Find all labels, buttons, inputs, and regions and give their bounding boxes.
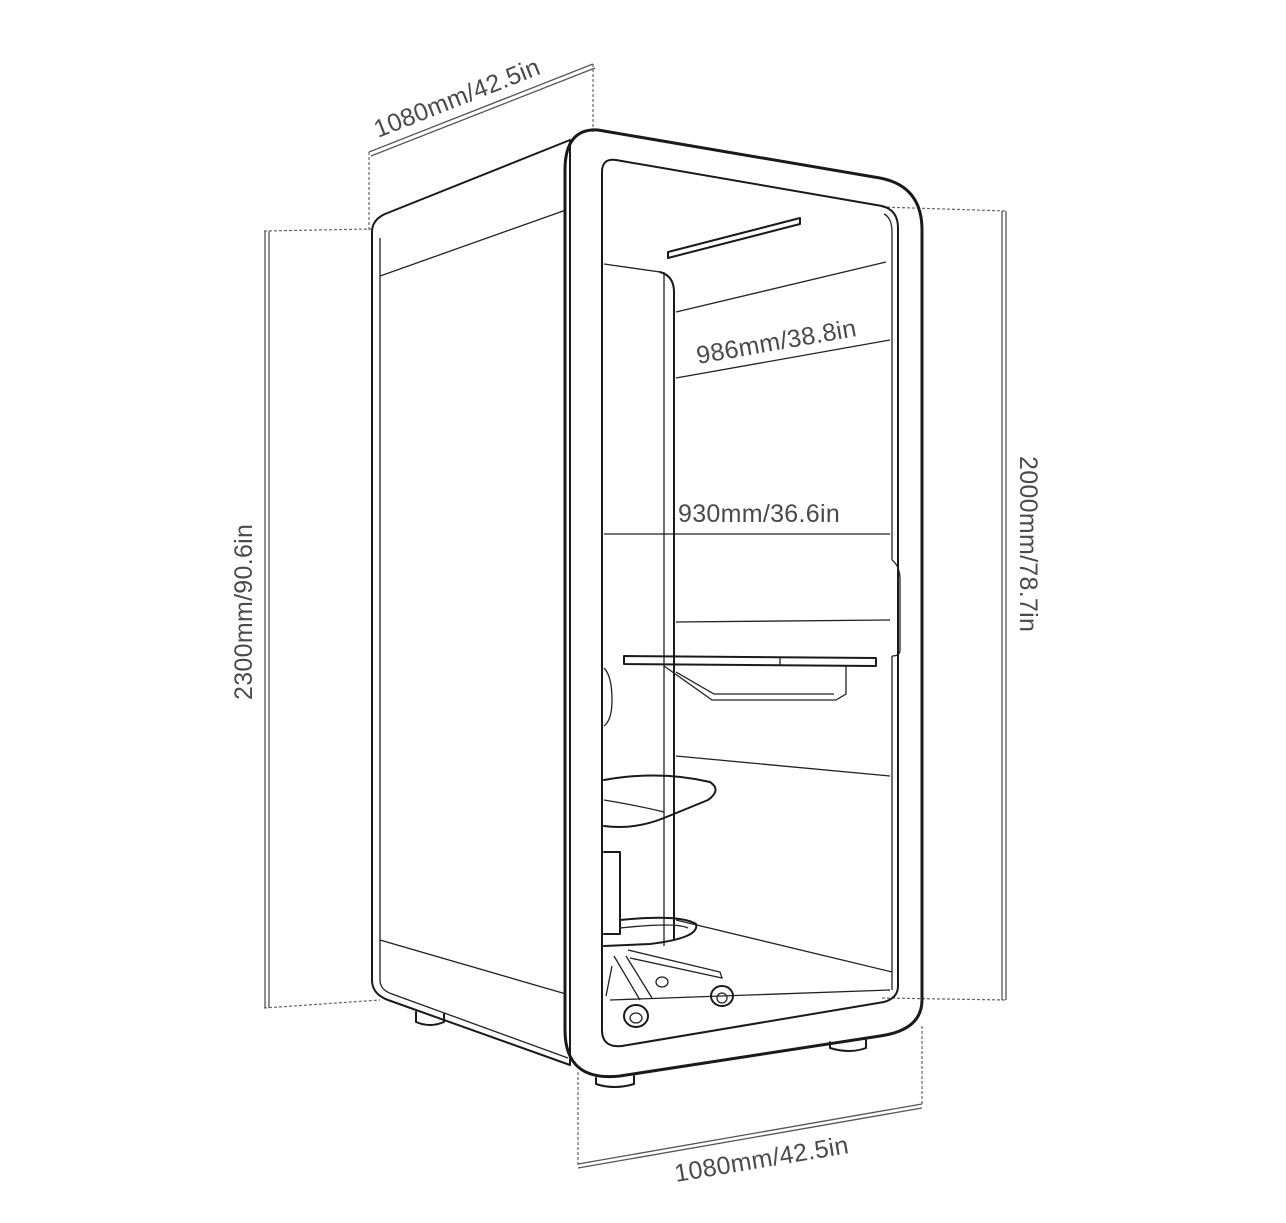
dimension-lines bbox=[263, 63, 1007, 1169]
inner-depth-label: 986mm/38.8in bbox=[694, 314, 858, 370]
total-height-label: 2300mm/90.6in bbox=[230, 524, 258, 700]
bottom-width-label: 1080mm/42.5in bbox=[672, 1131, 850, 1188]
booth-body bbox=[371, 128, 924, 1088]
inner-width-label: 930mm/36.6in bbox=[678, 500, 840, 528]
inner-height-label: 2000mm/78.7in bbox=[1014, 456, 1042, 632]
